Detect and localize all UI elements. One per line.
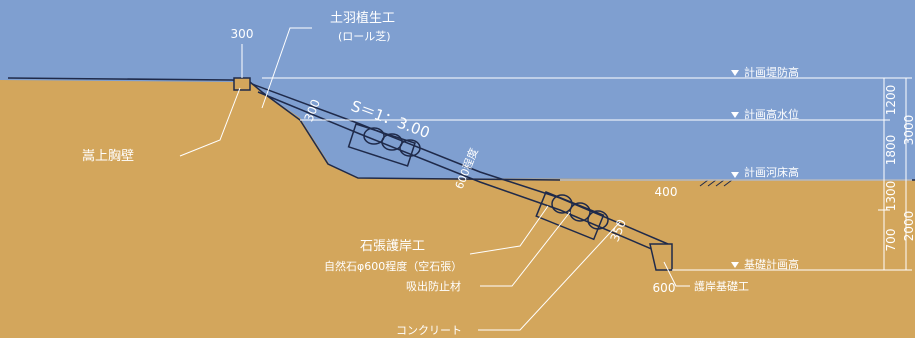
embankment-level-label: 計画堤防高 bbox=[744, 65, 799, 79]
dim-v700: 700 bbox=[884, 229, 898, 252]
dim-600: 600 bbox=[653, 281, 676, 295]
riverbed-level-label: 計画河床高 bbox=[744, 165, 799, 179]
dim-v1300: 1300 bbox=[884, 181, 898, 212]
leader-lines bbox=[179, 27, 690, 331]
foundation-work-label: 護岸基礎工 bbox=[694, 279, 749, 293]
water-level-label: 計画高水位 bbox=[744, 107, 799, 121]
concrete-label: コンクリート bbox=[396, 324, 462, 337]
riverbed-hatch bbox=[699, 179, 733, 187]
marker-foundation bbox=[731, 262, 739, 268]
dim-v1200: 1200 bbox=[884, 85, 898, 116]
dim-v3000: 3000 bbox=[902, 115, 915, 146]
level-markers bbox=[731, 70, 739, 268]
dim-v2000: 2000 bbox=[902, 211, 915, 242]
suction-prevent-label: 吸出防止材 bbox=[406, 279, 461, 293]
grass-work-sub-label: (ロール芝) bbox=[338, 30, 391, 43]
stone-work-sub-label: 自然石φ600程度（空石張） bbox=[324, 259, 462, 273]
marker-embankment bbox=[731, 70, 739, 76]
dim-300-top: 300 bbox=[231, 27, 254, 41]
dim-400: 400 bbox=[655, 185, 678, 199]
soil-body bbox=[0, 80, 915, 338]
dim-v1800: 1800 bbox=[884, 135, 898, 166]
marker-riverbed bbox=[731, 172, 739, 178]
parapet-block bbox=[233, 77, 251, 91]
grass-work-label: 土羽植生工 bbox=[330, 11, 395, 26]
right-dimension-lines bbox=[878, 77, 912, 271]
stone-blocks-upper bbox=[347, 123, 421, 167]
slope-upper-line bbox=[251, 83, 669, 245]
marker-water bbox=[731, 112, 739, 118]
stone-work-label: 石張護岸工 bbox=[360, 238, 425, 254]
parapet-label: 嵩上胸壁 bbox=[82, 149, 134, 164]
foundation-level-label: 基礎計画高 bbox=[744, 257, 799, 271]
